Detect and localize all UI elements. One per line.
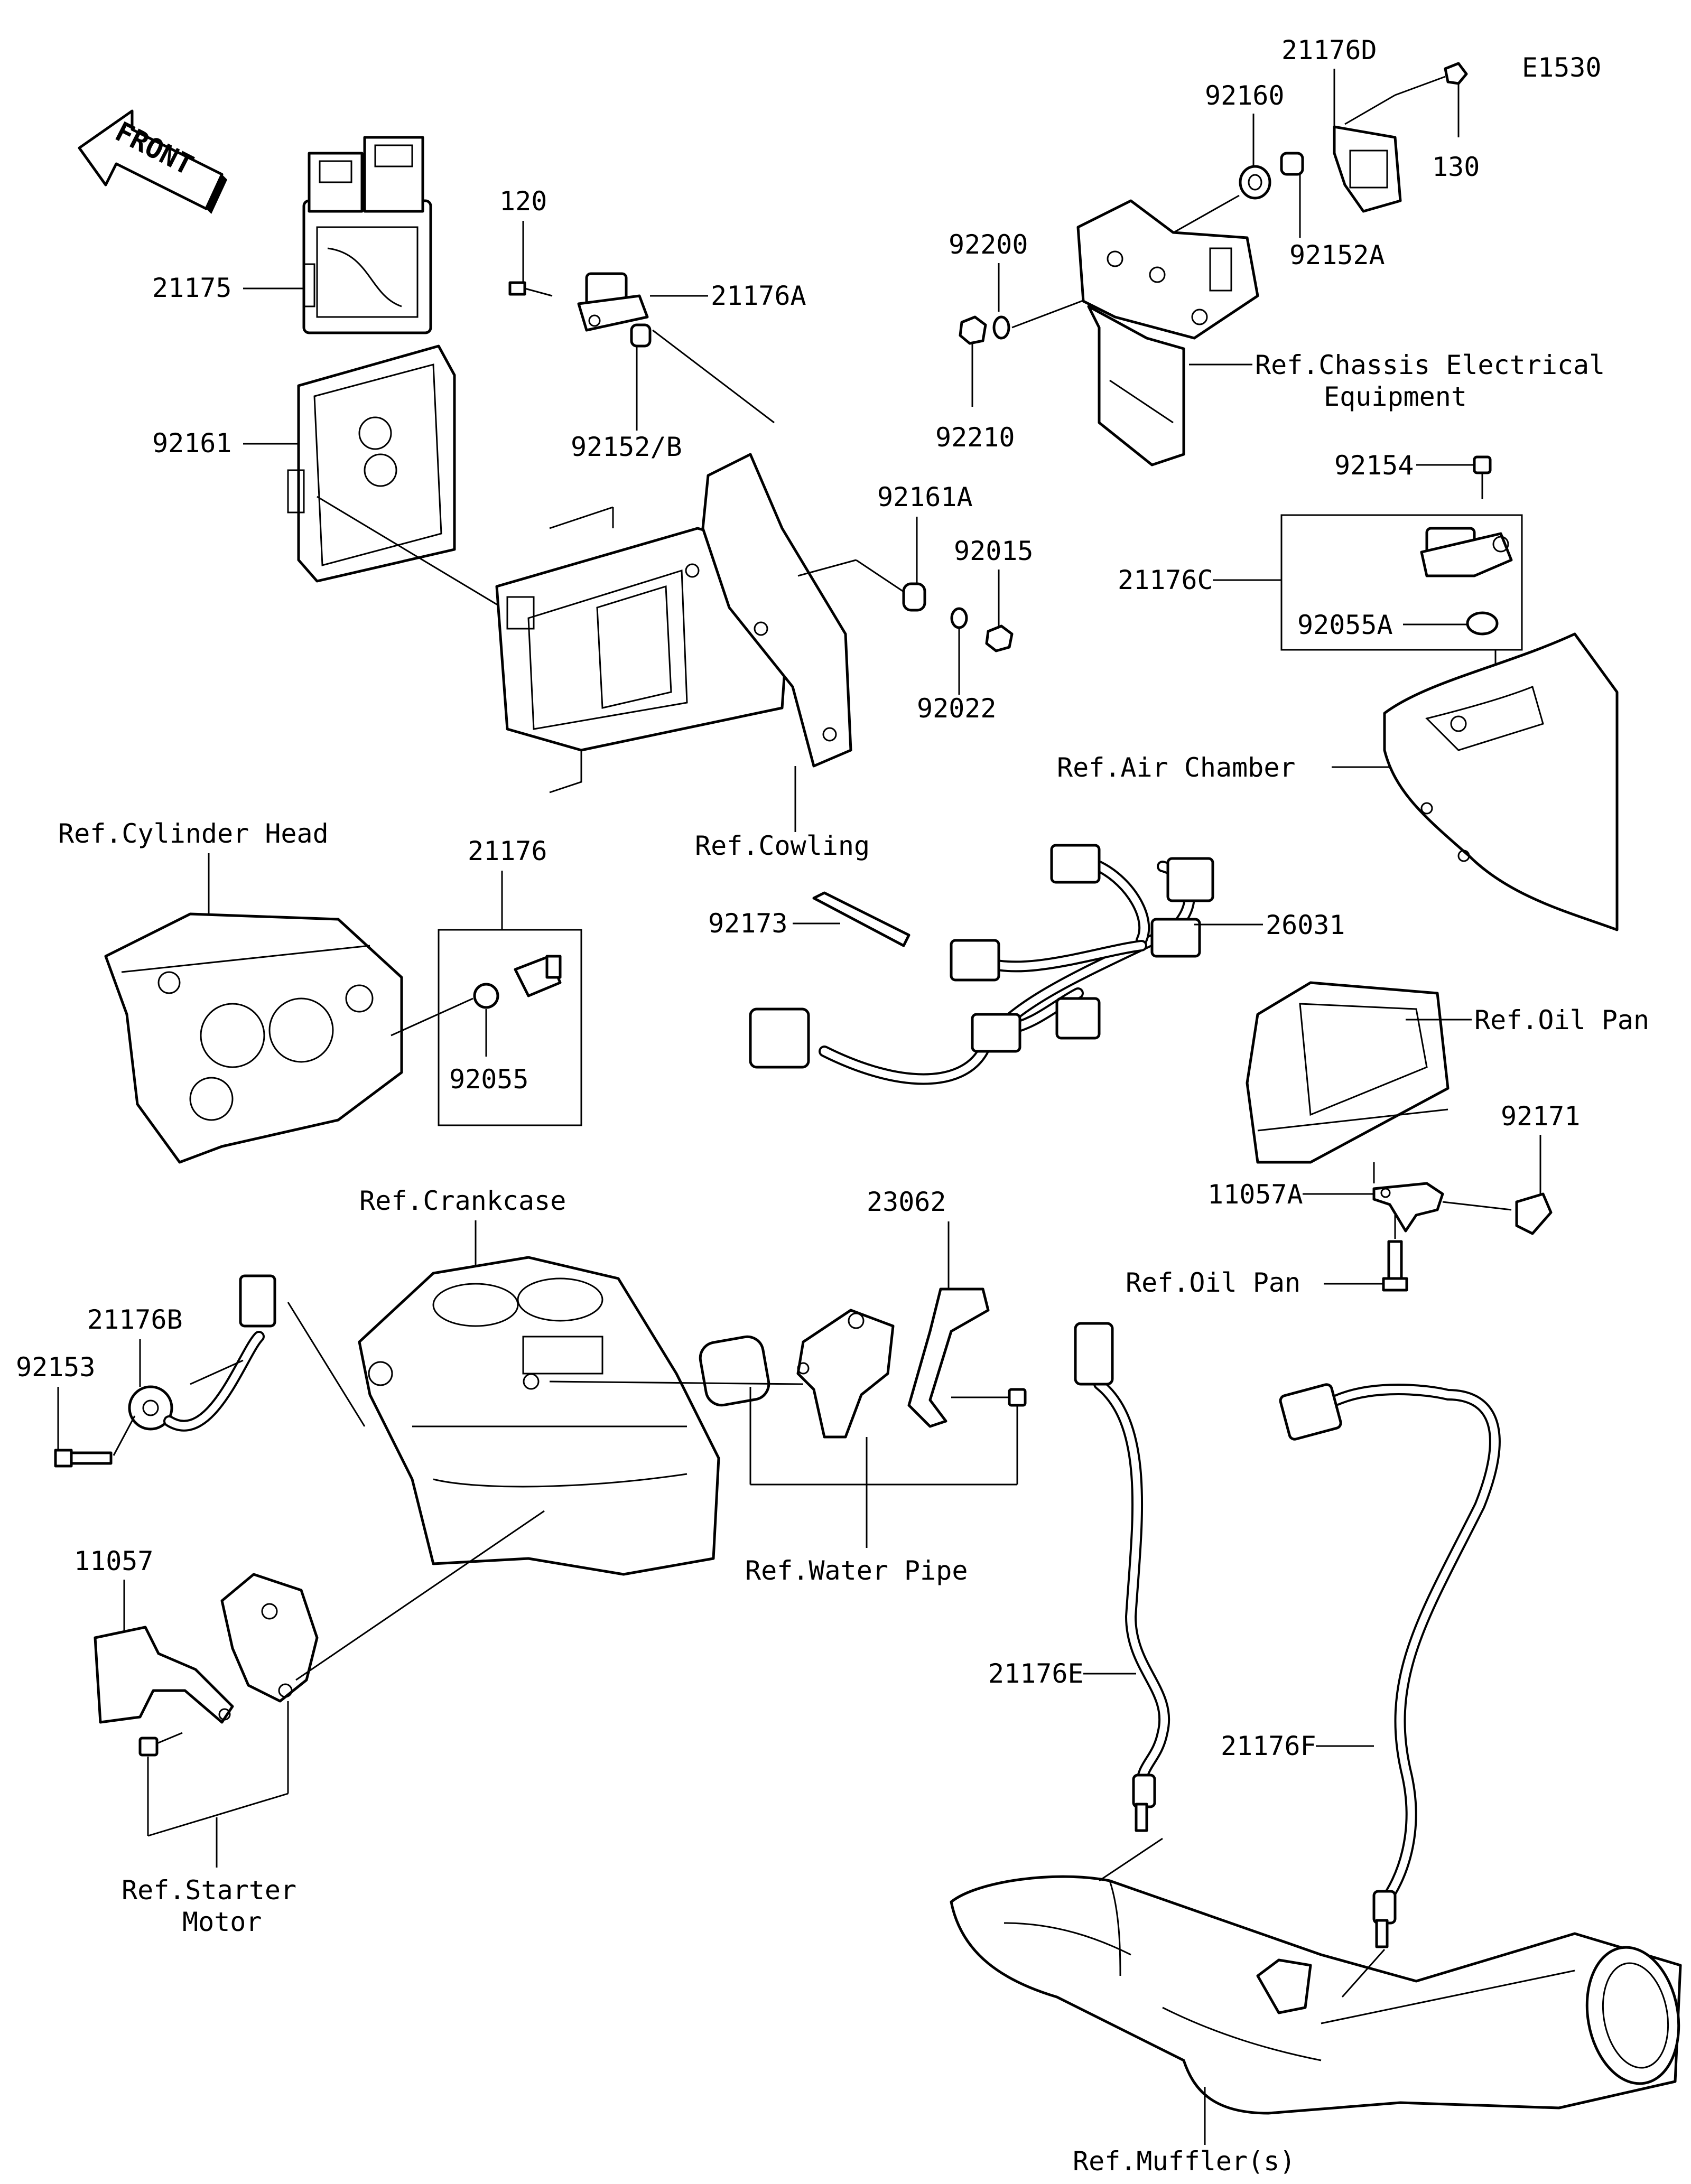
chassis-bracket — [1076, 199, 1259, 466]
clip-92171[interactable] — [1515, 1192, 1553, 1235]
thermostat-housing[interactable] — [796, 1309, 895, 1439]
label-26031: 26031 — [1266, 910, 1345, 940]
label-21175: 21175 — [152, 273, 232, 303]
sensor-21176A[interactable] — [577, 272, 649, 332]
ecu-unit[interactable] — [302, 136, 432, 334]
label-21176E: 21176E — [988, 1658, 1084, 1689]
label-ref-chassis-line2: Equipment — [1324, 381, 1467, 412]
label-92015: 92015 — [954, 536, 1034, 566]
bolt-92153[interactable] — [54, 1449, 113, 1468]
label-ref-water-pipe: Ref.Water Pipe — [745, 1555, 968, 1586]
collar-92152A[interactable] — [1280, 152, 1304, 176]
label-ref-cowling: Ref.Cowling — [695, 830, 870, 861]
label-92171: 92171 — [1501, 1101, 1581, 1132]
label-92161A: 92161A — [877, 482, 973, 512]
oil-pan — [1246, 981, 1450, 1164]
nut-92015[interactable] — [985, 624, 1014, 652]
sensor-21176B[interactable] — [128, 1274, 276, 1432]
oring-92055[interactable] — [473, 983, 499, 1009]
label-130: 130 — [1432, 152, 1480, 182]
label-21176C: 21176C — [1118, 565, 1213, 595]
grommet-92160[interactable] — [1239, 165, 1271, 200]
label-11057: 11057 — [74, 1546, 154, 1576]
washer-92200[interactable] — [992, 315, 1010, 340]
starter-motor-cover[interactable] — [220, 1573, 319, 1703]
screw-92154[interactable] — [1473, 455, 1492, 499]
grommet-92161A[interactable] — [902, 582, 926, 612]
label-92152B: 92152/B — [571, 432, 682, 462]
main-bracket — [495, 453, 852, 794]
air-chamber — [1383, 632, 1619, 931]
bolt-water-pipe[interactable] — [988, 1388, 1027, 1407]
gasket[interactable] — [698, 1334, 771, 1407]
bolt-starter[interactable] — [138, 1732, 183, 1757]
wire-harness-26031[interactable] — [749, 844, 1214, 1085]
washer-92022[interactable] — [950, 607, 968, 629]
label-21176D: 21176D — [1281, 35, 1377, 66]
o2-sensor-21176E[interactable] — [1074, 1322, 1170, 1832]
label-120: 120 — [499, 186, 547, 217]
label-92173: 92173 — [708, 908, 788, 939]
grommet-92152B[interactable] — [630, 323, 652, 348]
strap-92173[interactable] — [812, 891, 910, 947]
bolt-120[interactable] — [508, 281, 553, 297]
label-ref-oil-pan-bottom: Ref.Oil Pan — [1126, 1267, 1300, 1298]
bracket-11057[interactable] — [94, 1626, 234, 1724]
bolt-ref-oil-pan[interactable] — [1382, 1240, 1408, 1292]
label-11057A: 11057A — [1207, 1179, 1303, 1210]
label-92161: 92161 — [152, 428, 232, 459]
front-arrow-icon: FRONT — [78, 109, 227, 214]
label-21176F: 21176F — [1221, 1731, 1316, 1761]
label-92022: 92022 — [917, 693, 997, 724]
nut-92210[interactable] — [959, 315, 987, 345]
label-ref-air-chamber: Ref.Air Chamber — [1057, 752, 1296, 783]
label-ref-oil-pan-top: Ref.Oil Pan — [1474, 1005, 1649, 1035]
label-92055: 92055 — [449, 1064, 529, 1095]
oring-92055A[interactable] — [1466, 611, 1499, 636]
ecu-case[interactable] — [287, 344, 456, 583]
cylinder-head — [104, 912, 403, 1164]
label-92200: 92200 — [949, 229, 1028, 260]
muffler — [950, 1875, 1682, 2115]
label-ref-starter-line2: Motor — [182, 1907, 262, 1937]
label-21176: 21176 — [468, 836, 547, 866]
label-ref-starter-line1: Ref.Starter — [122, 1875, 296, 1906]
bolt-130[interactable] — [1395, 62, 1468, 96]
label-23062: 23062 — [867, 1187, 946, 1217]
bracket-23062[interactable] — [907, 1287, 990, 1428]
bracket-11057A[interactable] — [1372, 1182, 1444, 1233]
label-92210: 92210 — [935, 422, 1015, 453]
label-92154: 92154 — [1334, 450, 1414, 481]
sensor-21176[interactable] — [514, 955, 562, 997]
group-box-21176C — [1280, 514, 1523, 651]
label-21176A: 21176A — [711, 281, 806, 311]
label-92055A: 92055A — [1297, 610, 1393, 640]
label-ref-muffler: Ref.Muffler(s) — [1073, 2146, 1295, 2177]
diagram-code: E1530 — [1522, 52, 1602, 83]
label-21176B: 21176B — [87, 1304, 183, 1335]
label-92153: 92153 — [16, 1352, 96, 1383]
group-box-21176 — [438, 929, 582, 1126]
label-ref-chassis-line1: Ref.Chassis Electrical — [1255, 350, 1605, 380]
label-92152A: 92152A — [1289, 240, 1385, 270]
label-92160: 92160 — [1205, 80, 1285, 111]
crankcase — [358, 1256, 720, 1576]
label-ref-crankcase: Ref.Crankcase — [359, 1186, 566, 1216]
o2-sensor-21176F[interactable] — [1279, 1383, 1501, 1948]
sensor-21176C[interactable] — [1420, 527, 1513, 577]
sensor-21176D[interactable] — [1333, 125, 1402, 213]
label-ref-cylinder-head: Ref.Cylinder Head — [58, 818, 329, 849]
